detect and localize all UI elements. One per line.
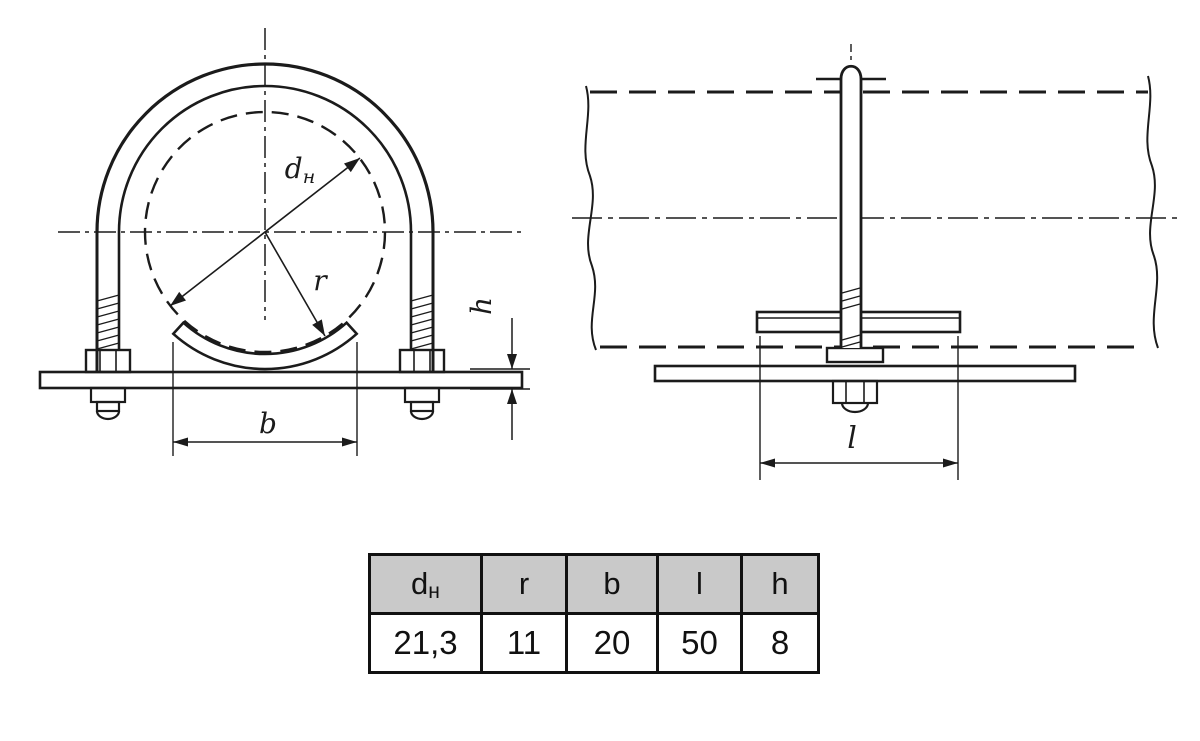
ubolt-rod xyxy=(816,44,886,348)
dimension-label-d: dн xyxy=(285,152,315,188)
front-view: dн r b xyxy=(38,28,530,456)
table-header-cell-r: r xyxy=(480,553,568,615)
dimension-label-l: l xyxy=(847,421,857,456)
table-header-cell-b: b xyxy=(565,553,659,615)
table-header-cell-h: h xyxy=(740,553,820,615)
lower-nuts xyxy=(89,386,441,421)
dimension-label-b: b xyxy=(259,407,277,440)
dimension-label-h: h xyxy=(465,297,498,315)
washer xyxy=(825,346,885,364)
table-value-cell-b: 20 xyxy=(565,612,659,674)
break-line-right xyxy=(1146,75,1159,349)
dimension-table: dн r b l h 21,3 11 20 50 8 xyxy=(368,553,820,674)
width-dimension: b xyxy=(172,342,358,456)
break-line-left xyxy=(584,85,597,351)
nut-side xyxy=(831,379,879,414)
table-value-cell-d: 21,3 xyxy=(368,612,483,674)
thread-hatching xyxy=(96,294,434,350)
table-header-cell-d: dн xyxy=(368,553,483,615)
table-header-row: dн r b l h xyxy=(368,553,820,615)
saddle-plate xyxy=(171,320,359,371)
table-header-cell-l: l xyxy=(656,553,743,615)
height-dimension: h xyxy=(465,297,530,440)
radius-dimension: r xyxy=(264,231,328,337)
table-value-cell-l: 50 xyxy=(656,612,743,674)
table-value-row: 21,3 11 20 50 8 xyxy=(368,612,820,674)
table-value-cell-h: 8 xyxy=(740,612,820,674)
dimension-label-r: r xyxy=(313,264,328,297)
rod-top-bend xyxy=(839,64,863,80)
side-view: l xyxy=(572,44,1182,480)
rod-thread-hatching xyxy=(841,287,861,348)
mounting-bar-side xyxy=(653,364,1077,383)
length-dimension: l xyxy=(759,336,959,480)
table-value-cell-r: 11 xyxy=(480,612,568,674)
mounting-bar xyxy=(38,370,524,390)
